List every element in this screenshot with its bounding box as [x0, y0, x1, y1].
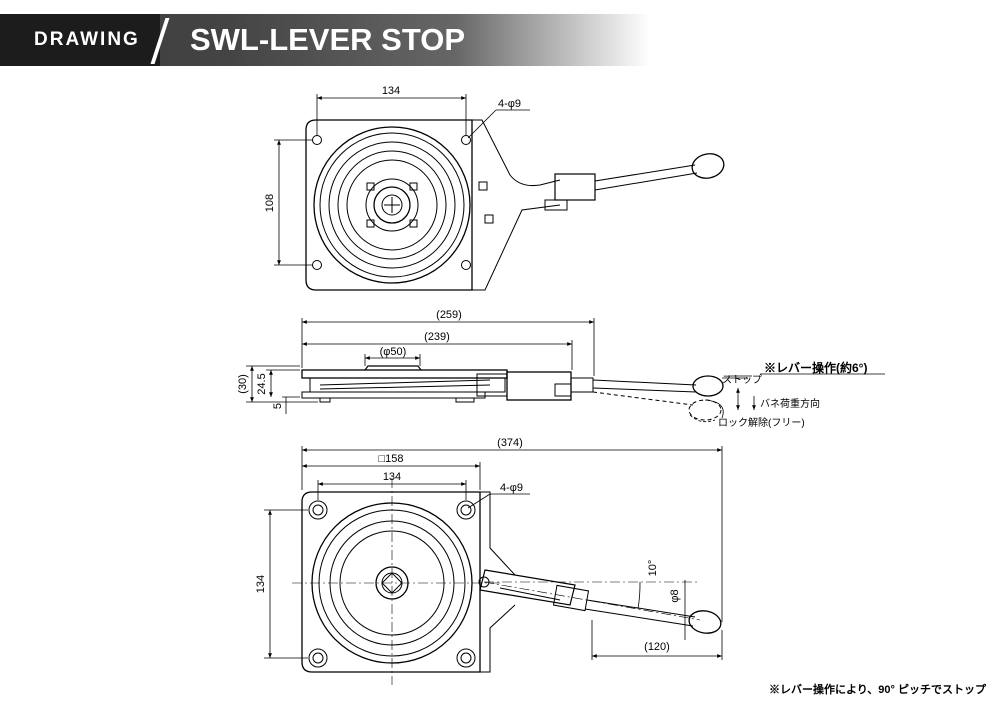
top-dim-height: 108	[264, 194, 276, 212]
top-lever-rod-a	[594, 164, 696, 182]
side-dim-h5: 5	[272, 403, 284, 409]
top-dim-width: 134	[382, 85, 400, 97]
bottom-bracket-lower	[480, 604, 516, 673]
footnote: ※レバー操作により、90° ピッチでストップ	[768, 684, 986, 696]
bottom-lever-arm	[479, 569, 576, 606]
side-top-plate	[301, 369, 508, 379]
drawing-tag-label: DRAWING	[34, 29, 140, 50]
bottom-dim-width: 134	[383, 471, 401, 483]
top-hole-label: 4-φ9	[498, 98, 521, 110]
side-rod-a	[592, 379, 697, 386]
side-dim-h30: (30)	[237, 374, 249, 394]
side-label-stop: ストップ	[722, 374, 762, 386]
top-lever-rod-b	[594, 172, 698, 191]
top-bracket-lower	[472, 204, 561, 291]
top-hole-br	[461, 260, 471, 270]
side-bottom-plate	[301, 391, 486, 399]
bottom-rod-a	[586, 599, 696, 618]
side-label-lever: ※レバー操作(約6°)	[764, 360, 867, 375]
top-bracket-upper	[472, 119, 561, 186]
top-lever-clip	[544, 199, 568, 211]
bottom-lever-knob	[688, 610, 722, 634]
top-tab-2	[484, 214, 494, 224]
side-label-release: ロック解除(フリー)	[718, 416, 805, 429]
bottom-bracket-upper	[480, 491, 516, 576]
bottom-plate-outline	[301, 491, 481, 673]
drawing-tag: DRAWING	[0, 14, 160, 66]
top-plate-outline	[305, 119, 473, 291]
top-hole-bl	[312, 260, 322, 270]
bottom-lever-length: (120)	[644, 641, 670, 653]
page-title: SWL-LEVER STOP	[190, 22, 466, 57]
bottom-dim-square: □158	[379, 453, 404, 465]
header-bar: DRAWING SWL-LEVER STOP	[0, 14, 650, 66]
side-rod-collar	[570, 377, 594, 393]
side-lever-knob	[692, 375, 724, 397]
bottom-lever-housing	[552, 584, 590, 612]
side-boss	[364, 365, 422, 371]
bottom-angle: 10°	[647, 560, 659, 577]
side-view	[246, 318, 885, 423]
side-knob-released	[688, 399, 722, 421]
bottom-rod-b	[584, 608, 694, 627]
side-rod-b	[592, 387, 697, 393]
top-lever-knob	[691, 153, 725, 179]
bottom-rod-diameter: φ8	[669, 589, 681, 602]
top-tab-1	[478, 181, 488, 191]
top-hole-tl	[312, 135, 322, 145]
bottom-hole-label: 4-φ9	[500, 482, 523, 494]
side-dim-plate: (239)	[424, 331, 450, 343]
side-dim-overall: (259)	[436, 309, 462, 321]
bottom-dim-height: 134	[255, 575, 267, 593]
side-label-spring: バネ荷重方向	[760, 397, 820, 410]
bottom-dim-overall: (374)	[497, 437, 523, 449]
top-view	[274, 94, 725, 291]
top-lever-housing	[554, 173, 596, 201]
side-dim-h24: 24.5	[256, 373, 268, 394]
side-dim-center: (φ50)	[380, 346, 407, 358]
bottom-view	[264, 446, 723, 685]
